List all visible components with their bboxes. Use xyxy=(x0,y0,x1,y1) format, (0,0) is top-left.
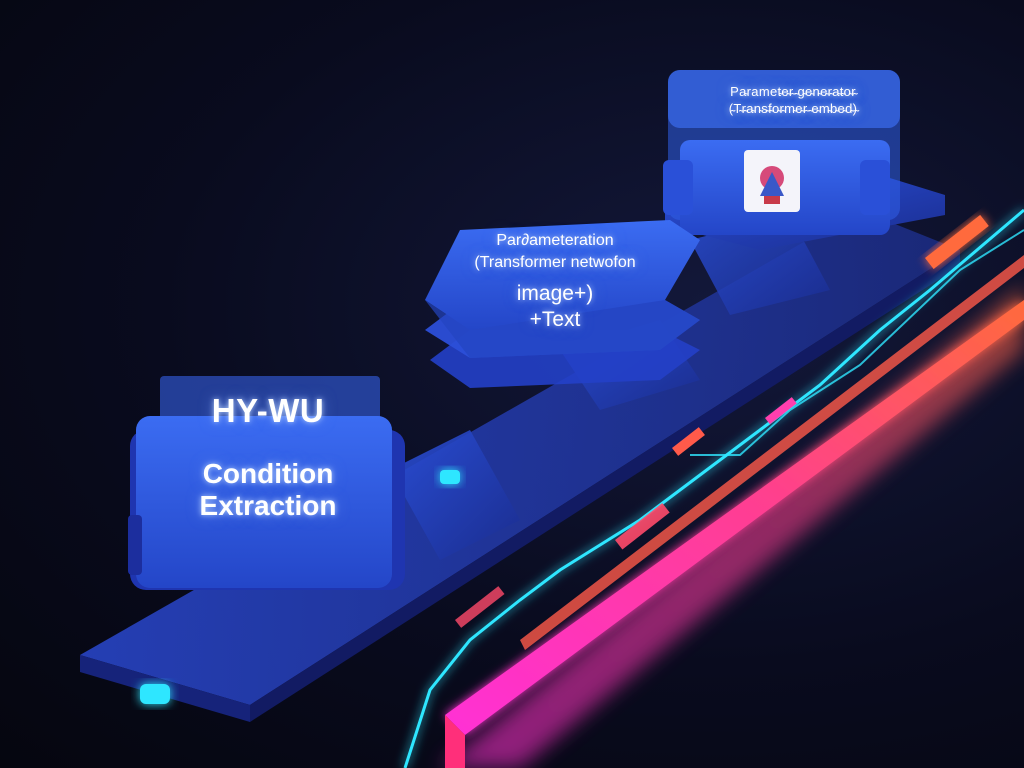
module-parameter-generator xyxy=(663,70,945,250)
module-1-line-1: Condition xyxy=(202,458,334,489)
module-2-line-1: Par∂ameteration xyxy=(496,232,614,249)
module-2-line-4: +Text xyxy=(529,308,581,331)
module-3-line-2: (̴T̴r̴a̴n̴s̴f̴o̴r̴m̴e̴r̴ ̴e̴m̴b̴e̴d̴)̴ xyxy=(728,101,858,116)
module-transformer xyxy=(425,220,700,388)
module-1-title: HY-WU xyxy=(211,392,325,429)
module-condition-extraction xyxy=(128,376,405,590)
module-1-line-2: Extraction xyxy=(199,490,337,521)
module-2-line-3: image+) xyxy=(516,282,594,305)
image-thumbnail-icon xyxy=(744,150,800,212)
module-2-line-2: (Transformer netwofon xyxy=(474,254,636,271)
module-3-line-1: Pa̴ramet̴e̴r̴ ̴g̴e̴n̴e̴r̴a̴t̴o̴r̴ xyxy=(730,84,856,99)
glow-rails xyxy=(403,208,1024,768)
